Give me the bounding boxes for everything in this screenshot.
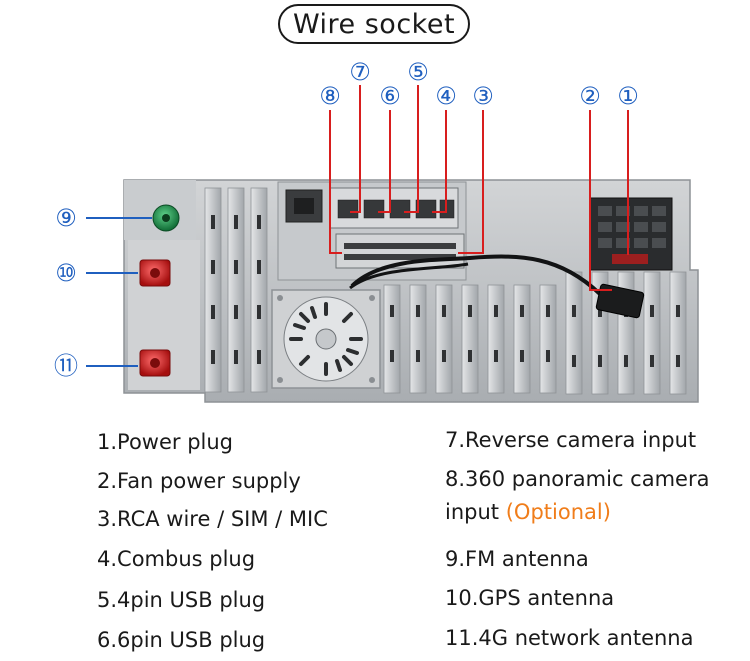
fm-antenna-socket xyxy=(152,204,180,232)
callout-6: ⑥ xyxy=(379,82,401,110)
antenna-leader-lines xyxy=(86,217,152,367)
spec-item-9: 9.FM antenna xyxy=(445,547,589,571)
callout-10: ⑩ xyxy=(55,259,77,287)
heat-sink-ribs xyxy=(204,187,687,395)
spec-item-8-line2: input (Optional) xyxy=(445,498,611,526)
spec-item-7: 7.Reverse camera input xyxy=(445,428,697,452)
wire-socket-diagram: ① ② ③ ④ ⑤ ⑥ ⑦ ⑧ ⑨ ⑩ ⑪ xyxy=(54,58,699,403)
page-title: Wire socket xyxy=(292,8,456,40)
spec-list: 1.Power plug 2.Fan power supply 3.RCA wi… xyxy=(0,420,750,661)
cooling-fan-grille xyxy=(271,289,381,389)
spec-item-11: 11.4G network antenna xyxy=(445,626,694,650)
callout-3: ③ xyxy=(472,82,494,110)
fan-power-wire xyxy=(349,254,645,319)
callout-5: ⑤ xyxy=(407,58,429,86)
spec-item-3: 3.RCA wire / SIM / MIC xyxy=(97,507,328,531)
vent-slots xyxy=(211,215,680,367)
connector-plate xyxy=(277,181,467,281)
spec-item-4: 4.Combus plug xyxy=(97,547,256,571)
spec-item-2: 2.Fan power supply xyxy=(97,469,301,493)
gps-antenna-socket xyxy=(139,259,171,287)
leader-lines xyxy=(329,85,629,291)
spec-item-8-line1: 8.360 panoramic camera xyxy=(445,467,710,491)
spec-item-6: 6.6pin USB plug xyxy=(97,628,266,652)
callout-9: ⑨ xyxy=(55,204,77,232)
callout-1: ① xyxy=(617,82,639,110)
callout-11: ⑪ xyxy=(54,352,78,380)
spec-item-1: 1.Power plug xyxy=(97,430,234,454)
callout-2: ② xyxy=(579,82,601,110)
optional-tag: (Optional) xyxy=(505,500,611,524)
title-badge: Wire socket xyxy=(278,4,470,44)
4g-antenna-socket xyxy=(139,349,171,377)
power-plug-connector xyxy=(589,197,673,271)
callout-8: ⑧ xyxy=(319,82,341,110)
spec-item-10: 10.GPS antenna xyxy=(445,586,615,610)
callout-4: ④ xyxy=(435,82,457,110)
spec-item-8-input: input xyxy=(445,500,500,524)
callout-7: ⑦ xyxy=(349,58,371,86)
spec-item-5: 5.4pin USB plug xyxy=(97,588,266,612)
